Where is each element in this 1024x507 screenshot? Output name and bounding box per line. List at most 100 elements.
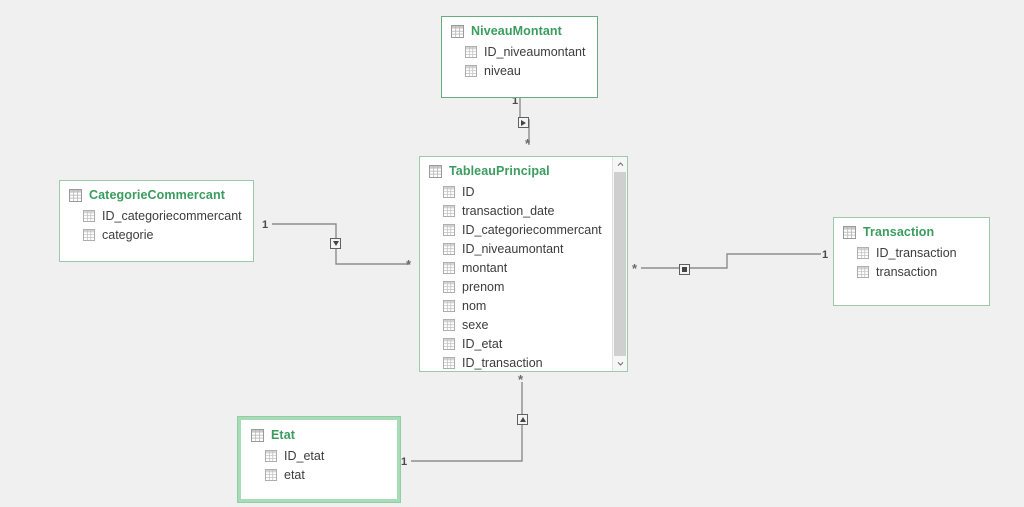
entity-header-categoriecommercant: CategorieCommercant <box>60 181 253 204</box>
relationship-marker-niveaumontant-tableauprincipal[interactable] <box>518 117 529 128</box>
entity-etat[interactable]: Etat ID_etat etat <box>241 420 397 499</box>
field-label: ID_niveaumontant <box>484 44 586 59</box>
entity-title: CategorieCommercant <box>89 188 225 202</box>
entity-header-etat: Etat <box>242 421 396 444</box>
field-row[interactable]: categorie <box>60 225 253 244</box>
cardinality-tableauprincipal-many-etat: * <box>518 372 524 387</box>
field-icon <box>265 449 277 462</box>
field-icon <box>465 45 477 58</box>
cardinality-tableauprincipal-many-categorie: * <box>406 257 412 272</box>
field-label: ID_niveaumontant <box>462 241 564 256</box>
arrow-down-icon <box>332 241 339 246</box>
entity-title: Transaction <box>863 225 935 239</box>
field-row[interactable]: nom <box>420 296 627 315</box>
field-icon <box>465 64 477 77</box>
field-label: transaction_date <box>462 203 555 218</box>
field-row[interactable]: prenom <box>420 277 627 296</box>
entity-header-tableauprincipal: TableauPrincipal <box>420 157 627 180</box>
field-icon <box>83 228 95 241</box>
field-label: sexe <box>462 317 489 332</box>
chevron-down-icon <box>617 362 623 366</box>
field-icon <box>443 185 455 198</box>
chevron-up-icon <box>617 162 623 166</box>
field-row[interactable]: transaction <box>834 262 989 281</box>
entity-tableauprincipal[interactable]: TableauPrincipal ID transaction_date ID_… <box>419 156 628 372</box>
field-label: ID_transaction <box>462 355 543 370</box>
cardinality-transaction-one: 1 <box>822 249 828 261</box>
field-icon <box>857 265 869 278</box>
square-dot-icon <box>682 267 687 272</box>
field-list-tableauprincipal: ID transaction_date ID_categoriecommerca… <box>420 180 627 371</box>
entity-header-transaction: Transaction <box>834 218 989 241</box>
field-row[interactable]: montant <box>420 258 627 277</box>
cardinality-categoriecommercant-one: 1 <box>262 219 268 231</box>
field-icon <box>265 468 277 481</box>
table-icon <box>429 164 442 178</box>
field-label: ID_categoriecommercant <box>462 222 602 237</box>
field-icon <box>443 337 455 350</box>
entity-title: NiveauMontant <box>471 24 562 38</box>
cardinality-tableauprincipal-many-transaction: * <box>632 261 638 276</box>
field-icon <box>443 318 455 331</box>
scroll-up-button[interactable] <box>613 157 627 172</box>
table-icon <box>69 188 82 202</box>
field-list-categoriecommercant: ID_categoriecommercant categorie <box>60 204 253 252</box>
field-label: categorie <box>102 227 154 242</box>
field-label: etat <box>284 467 305 482</box>
field-row[interactable]: transaction_date <box>420 201 627 220</box>
entity-header-niveaumontant: NiveauMontant <box>442 17 597 40</box>
entity-transaction[interactable]: Transaction ID_transaction transaction <box>833 217 990 306</box>
field-row[interactable]: ID_categoriecommercant <box>60 206 253 225</box>
field-row[interactable]: ID <box>420 182 627 201</box>
field-icon <box>443 356 455 369</box>
field-label: ID_etat <box>284 448 325 463</box>
field-row[interactable]: ID_etat <box>420 334 627 353</box>
field-icon <box>443 280 455 293</box>
field-icon <box>83 209 95 222</box>
connector-tableauprincipal-transaction <box>641 253 821 269</box>
field-icon <box>443 223 455 236</box>
field-label: ID_transaction <box>876 245 957 260</box>
field-row[interactable]: ID_transaction <box>834 243 989 262</box>
field-row[interactable]: ID_categoriecommercant <box>420 220 627 239</box>
table-icon <box>843 225 856 239</box>
entity-niveaumontant[interactable]: NiveauMontant ID_niveaumontant <box>441 16 598 98</box>
arrow-up-icon <box>519 417 526 422</box>
vertical-scrollbar[interactable] <box>612 157 627 371</box>
relationship-marker-tableauprincipal-etat[interactable] <box>517 414 528 425</box>
scrollbar-track[interactable] <box>613 172 627 356</box>
connector-tableauprincipal-etat <box>411 382 523 462</box>
table-icon <box>451 24 464 38</box>
relationship-marker-categoriecommercant-tableauprincipal[interactable] <box>330 238 341 249</box>
field-icon <box>443 242 455 255</box>
field-label: niveau <box>484 63 521 78</box>
field-label: prenom <box>462 279 505 294</box>
field-row[interactable]: ID_etat <box>242 446 396 465</box>
field-list-niveaumontant: ID_niveaumontant niveau <box>442 40 597 88</box>
field-icon <box>443 204 455 217</box>
relationship-marker-tableauprincipal-transaction[interactable] <box>679 264 690 275</box>
field-list-transaction: ID_transaction transaction <box>834 241 989 289</box>
field-label: nom <box>462 298 487 313</box>
arrow-right-icon <box>521 119 526 126</box>
field-row[interactable]: ID_niveaumontant <box>442 42 597 61</box>
field-label: transaction <box>876 264 938 279</box>
field-row[interactable]: niveau <box>442 61 597 80</box>
field-icon <box>443 261 455 274</box>
field-label: montant <box>462 260 508 275</box>
field-row[interactable]: etat <box>242 465 396 484</box>
field-label: ID_etat <box>462 336 503 351</box>
field-label: ID_categoriecommercant <box>102 208 242 223</box>
scrollbar-thumb[interactable] <box>614 172 626 356</box>
field-list-etat: ID_etat etat <box>242 444 396 492</box>
field-row[interactable]: sexe <box>420 315 627 334</box>
scroll-down-button[interactable] <box>613 356 627 371</box>
cardinality-etat-one: 1 <box>401 456 407 468</box>
cardinality-tableauprincipal-many-niveau: * <box>525 136 531 151</box>
entity-categoriecommercant[interactable]: CategorieCommercant ID_categoriecommerca… <box>59 180 254 262</box>
field-row[interactable]: ID_transaction <box>420 353 627 371</box>
field-row[interactable]: ID_niveaumontant <box>420 239 627 258</box>
field-icon <box>857 246 869 259</box>
field-label: ID <box>462 184 475 199</box>
